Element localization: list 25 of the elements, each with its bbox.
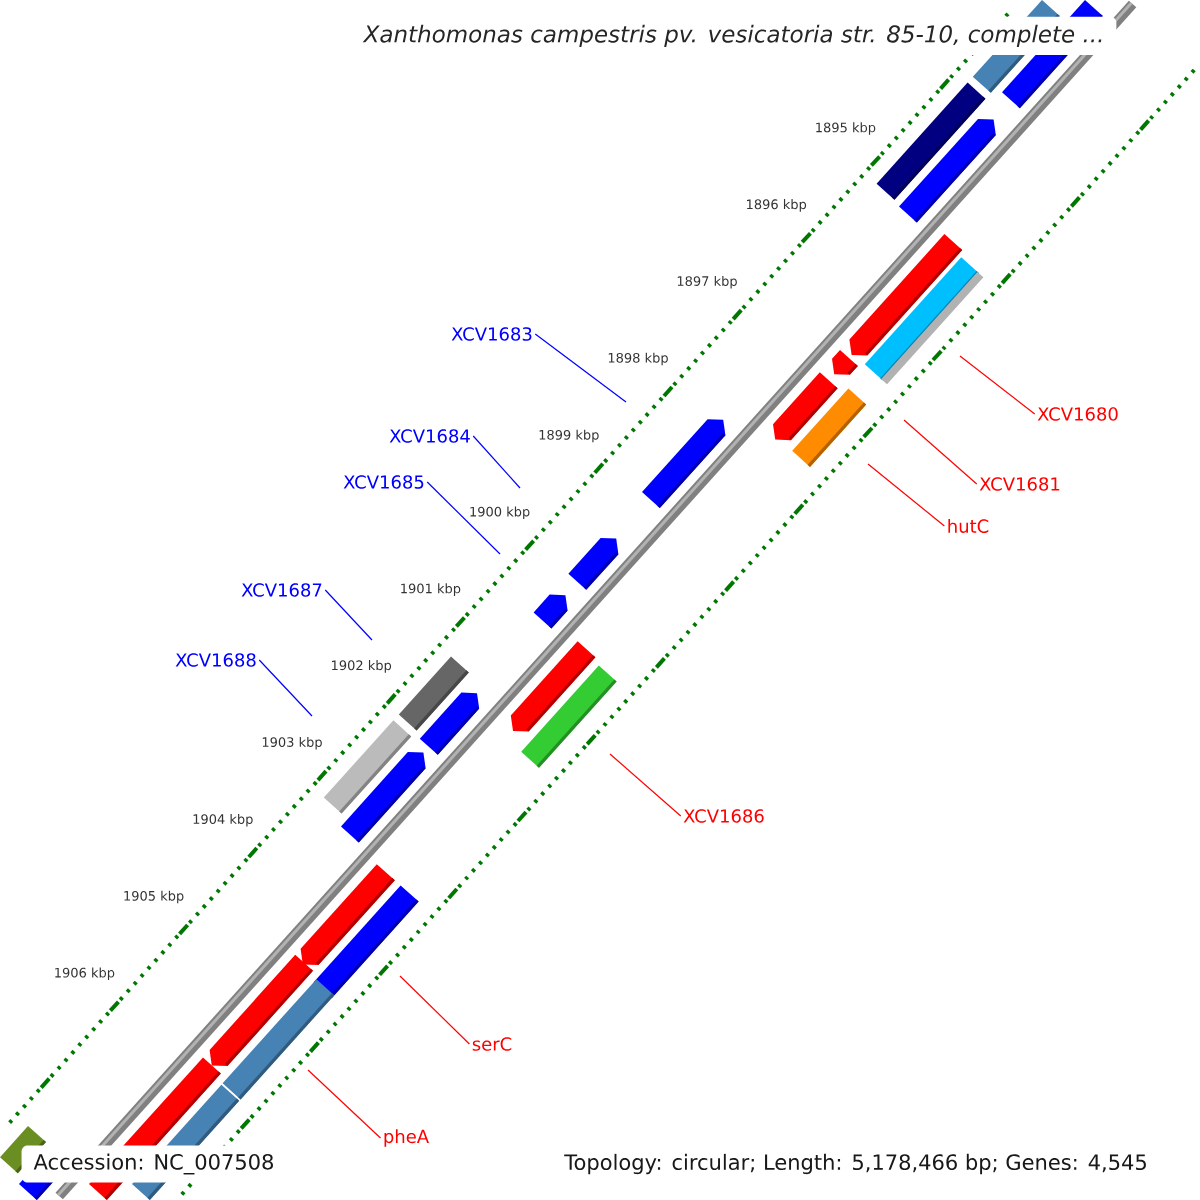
leader-line [867,463,945,527]
gene-label: XCV1686 [683,809,764,823]
gene-label: XCV1680 [1037,407,1118,421]
gene-label: XCV1685 [343,475,424,489]
gene-label: hutC [948,519,989,533]
leader-line [426,481,501,555]
leader-line [609,753,682,817]
gene-label: XCV1681 [979,477,1060,491]
gene-label: XCV1683 [451,327,532,341]
leader-line [399,975,470,1045]
info-text: Topology: circular; Length: 5,178,466 bp; Genes: 4,545 [552,1145,1160,1183]
gene-label: pheA [384,1129,429,1147]
leader-line [472,435,521,489]
gene-label: serC [472,1037,512,1051]
title-text: Xanthomonas campestris pv. vesicatoria str. 85-10, complete ... [351,16,1117,56]
leader-line [534,333,627,403]
leader-line [959,355,1036,415]
gene-label: XCV1684 [389,429,470,443]
gene-label: XCV1687 [241,583,322,597]
leader-line [307,1069,382,1139]
leader-line [258,659,313,717]
info-text: Accession: NC_007508 [21,1145,287,1183]
leader-line [903,419,978,485]
gene-label: XCV1688 [175,653,256,667]
leader-line [324,589,373,641]
